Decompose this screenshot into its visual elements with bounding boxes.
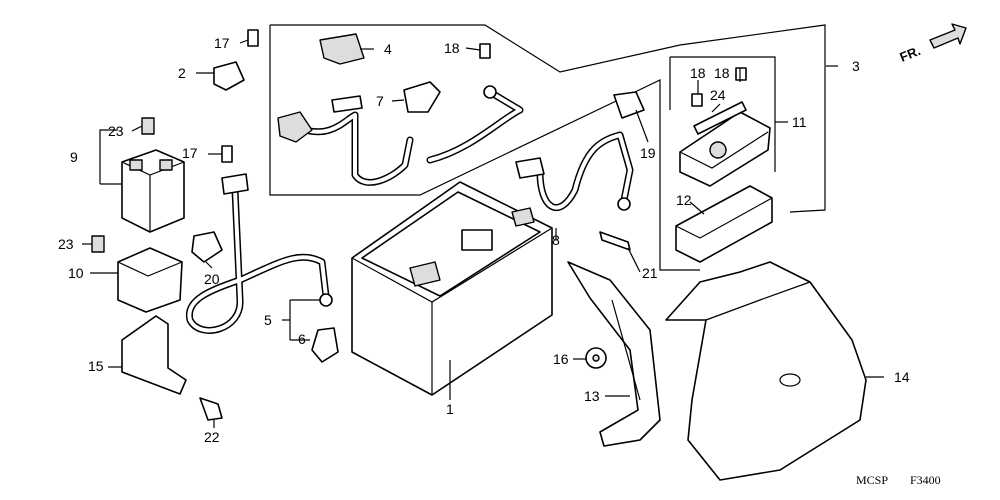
model-code: MCSP [856,473,888,487]
callout-24: 24 [710,87,726,103]
battery [351,181,553,396]
negative-cable-8 [515,91,645,211]
callout-20: 20 [204,271,220,287]
relay-case-10 [117,247,183,313]
callout-2: 2 [178,65,186,81]
fuse-box-11 [679,101,771,187]
callout-8: 8 [552,232,560,248]
positive-cable-7 [277,33,524,186]
bolt-18 [479,43,747,107]
callout-7: 7 [376,93,384,109]
callout-16: 16 [553,351,569,367]
callout-14: 14 [894,369,910,385]
callout-23-top: 23 [108,123,124,139]
bolt-22 [199,397,223,421]
callout-23-lower: 23 [58,236,74,252]
battery-bracket-13 [567,261,661,447]
fuse-cover-12 [675,185,773,263]
callout-17-top: 17 [214,35,230,51]
clip-23 [91,117,155,253]
bolt-21 [599,231,631,251]
front-direction-indicator: FR. [898,23,967,65]
damper-16 [585,347,607,369]
callout-9: 9 [70,149,78,165]
callout-18-top: 18 [444,40,460,56]
callout-13: 13 [584,388,600,404]
group-box-3 [269,24,826,271]
callout-18-right: 18 [714,65,730,81]
callout-17-lower: 17 [182,145,198,161]
group-box-11 [669,56,776,172]
callout-4: 4 [384,41,392,57]
callout-12: 12 [676,192,692,208]
callout-labels: 1 2 3 4 5 6 7 8 9 10 11 12 13 14 15 16 1… [58,35,910,445]
clamp-2 [213,61,245,91]
callout-10: 10 [68,265,84,281]
callout-3: 3 [852,58,860,74]
callout-1: 1 [446,401,454,417]
grommet-20 [191,231,223,263]
callout-18-left: 18 [690,65,706,81]
relay-bracket-15 [121,315,187,395]
leader-lines [82,39,884,428]
callout-21: 21 [642,265,658,281]
callout-19: 19 [640,145,656,161]
battery-cable-5 [185,173,339,363]
callout-11: 11 [792,114,807,130]
starter-relay-9 [121,149,185,233]
callout-22: 22 [204,429,220,445]
callout-6: 6 [298,331,306,347]
callout-5: 5 [264,312,272,328]
callout-15: 15 [88,358,104,374]
battery-tray-14 [665,261,867,481]
front-direction-label: FR. [898,43,923,65]
figure-code: F3400 [910,473,941,487]
